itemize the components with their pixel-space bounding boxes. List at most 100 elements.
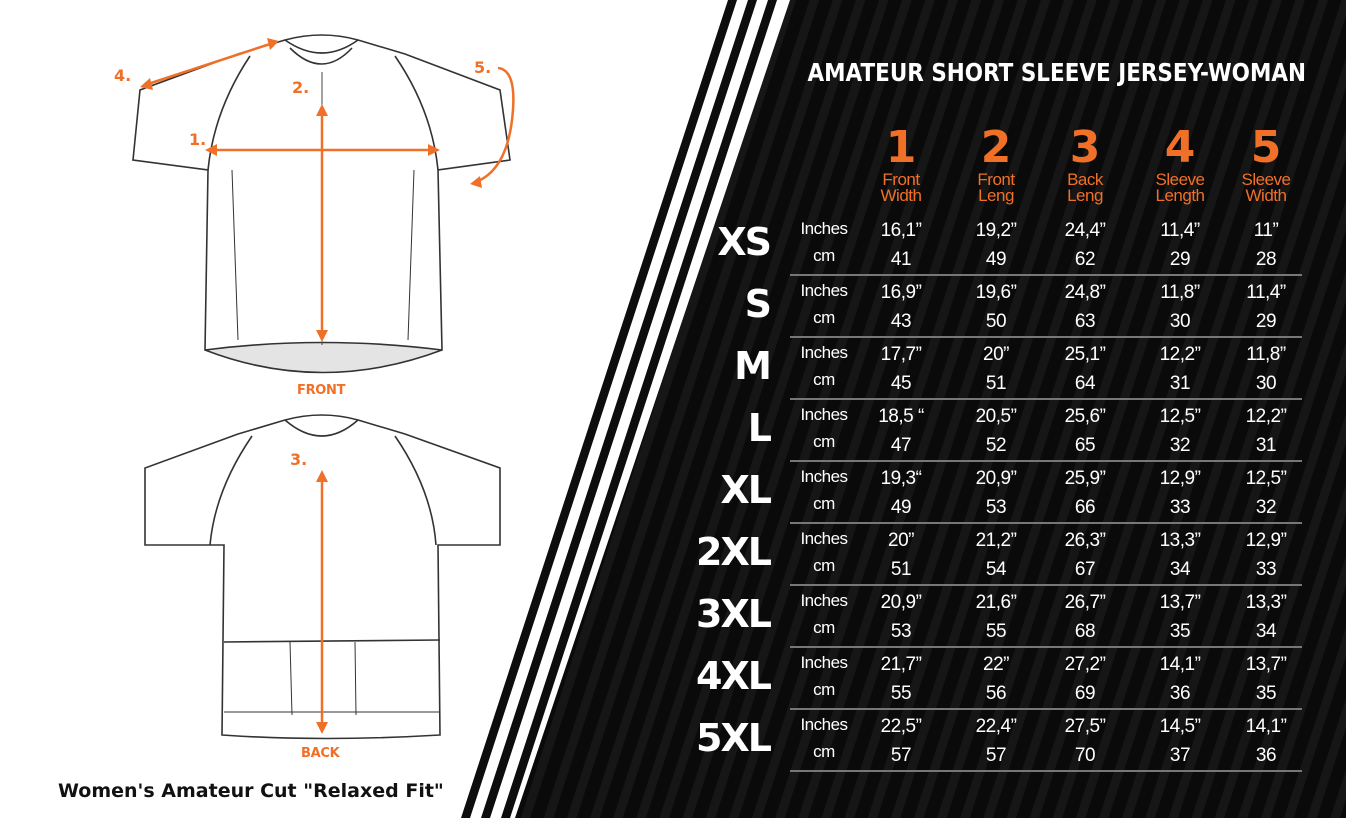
cell-cm: 33 <box>1169 497 1191 518</box>
cell-cm: 35 <box>1169 621 1191 642</box>
size-label: L <box>747 406 772 450</box>
back-label: BACK <box>301 746 340 761</box>
column-number: 1 <box>885 122 917 173</box>
row-divider <box>790 770 1302 772</box>
marker-2-label: 2. <box>292 78 310 97</box>
marker-4-label: 4. <box>114 66 132 85</box>
cell-inches: 19,6” <box>975 282 1017 303</box>
cell-cm: 55 <box>985 621 1007 642</box>
cell-cm: 51 <box>890 559 912 580</box>
cell-inches: 11,4” <box>1160 220 1200 241</box>
size-label: XS <box>717 220 772 264</box>
unit-label-inches: Inches <box>800 405 848 424</box>
cell-cm: 29 <box>1255 311 1277 332</box>
cell-inches: 22,4” <box>975 716 1017 737</box>
cell-cm: 69 <box>1074 683 1096 704</box>
unit-label-inches: Inches <box>800 529 848 548</box>
page-title: AMATEUR SHORT SLEEVE JERSEY-WOMAN <box>807 58 1306 87</box>
cell-cm: 28 <box>1255 249 1277 270</box>
stripe-2 <box>481 0 757 818</box>
cell-inches: 11,4” <box>1246 282 1286 303</box>
unit-label-cm: cm <box>813 370 835 389</box>
cell-inches: 12,9” <box>1159 468 1201 489</box>
cell-cm: 31 <box>1169 373 1191 394</box>
row-divider <box>790 646 1302 648</box>
cell-inches: 25,6” <box>1064 406 1106 427</box>
cell-cm: 33 <box>1255 559 1277 580</box>
cell-inches: 17,7” <box>880 344 922 365</box>
cell-cm: 41 <box>890 249 912 270</box>
cell-cm: 70 <box>1074 745 1096 766</box>
cell-cm: 53 <box>890 621 912 642</box>
cell-cm: 34 <box>1169 559 1191 580</box>
cell-inches: 12,5” <box>1159 406 1201 427</box>
unit-label-inches: Inches <box>800 281 848 300</box>
unit-label-cm: cm <box>813 494 835 513</box>
cell-inches: 25,9” <box>1064 468 1106 489</box>
unit-label-cm: cm <box>813 308 835 327</box>
measurement-arrows <box>140 38 515 734</box>
cell-inches: 27,5” <box>1064 716 1106 737</box>
stripe-3 <box>501 0 777 818</box>
cell-inches: 13,7” <box>1245 654 1287 675</box>
cell-cm: 54 <box>985 559 1007 580</box>
cell-inches: 11” <box>1253 220 1279 241</box>
cell-cm: 56 <box>985 683 1007 704</box>
cell-cm: 47 <box>890 435 912 456</box>
row-divider <box>790 274 1302 276</box>
cell-inches: 12,2” <box>1245 406 1287 427</box>
column-name: Sleeve Width <box>1241 170 1291 205</box>
size-label: M <box>734 344 772 388</box>
cell-inches: 13,3” <box>1159 530 1201 551</box>
cell-inches: 25,1” <box>1064 344 1106 365</box>
row-divider <box>790 708 1302 710</box>
marker-5-label: 5. <box>474 58 492 77</box>
row-divider <box>790 460 1302 462</box>
cell-inches: 20,9” <box>975 468 1017 489</box>
size-label: 5XL <box>696 716 772 760</box>
cell-inches: 19,2” <box>975 220 1017 241</box>
cell-cm: 45 <box>890 373 912 394</box>
cell-cm: 32 <box>1169 435 1191 456</box>
cell-cm: 29 <box>1169 249 1191 270</box>
cell-inches: 24,8” <box>1064 282 1106 303</box>
caption: Women's Amateur Cut "Relaxed Fit" <box>58 780 444 802</box>
column-number: 3 <box>1069 122 1101 173</box>
cell-cm: 36 <box>1255 745 1277 766</box>
column-name: Sleeve Length <box>1155 170 1206 205</box>
unit-label-inches: Inches <box>800 591 848 610</box>
cell-cm: 30 <box>1255 373 1277 394</box>
cell-cm: 49 <box>985 249 1007 270</box>
column-name: Back Leng <box>1067 170 1103 205</box>
unit-label-cm: cm <box>813 556 835 575</box>
cell-cm: 66 <box>1074 497 1096 518</box>
cell-cm: 57 <box>890 745 912 766</box>
unit-label-inches: Inches <box>800 653 848 672</box>
cell-cm: 37 <box>1169 745 1191 766</box>
cell-cm: 35 <box>1255 683 1277 704</box>
dark-panel <box>515 0 1346 818</box>
cell-inches: 27,2” <box>1064 654 1106 675</box>
cell-inches: 18,5 “ <box>878 406 924 427</box>
cell-cm: 57 <box>985 745 1007 766</box>
cell-inches: 20,9” <box>880 592 922 613</box>
size-label: S <box>744 282 772 326</box>
cell-cm: 36 <box>1169 683 1191 704</box>
size-label: 3XL <box>696 592 772 636</box>
cell-inches: 19,3“ <box>880 468 922 489</box>
unit-label-inches: Inches <box>800 219 848 238</box>
cell-cm: 30 <box>1169 311 1191 332</box>
size-label: 2XL <box>696 530 772 574</box>
size-label: 4XL <box>696 654 772 698</box>
cell-cm: 62 <box>1074 249 1096 270</box>
cell-inches: 12,2” <box>1159 344 1201 365</box>
cell-inches: 11,8” <box>1160 282 1200 303</box>
stripe-1 <box>461 0 737 818</box>
row-divider <box>790 584 1302 586</box>
unit-label-cm: cm <box>813 246 835 265</box>
size-label: XL <box>720 468 771 512</box>
